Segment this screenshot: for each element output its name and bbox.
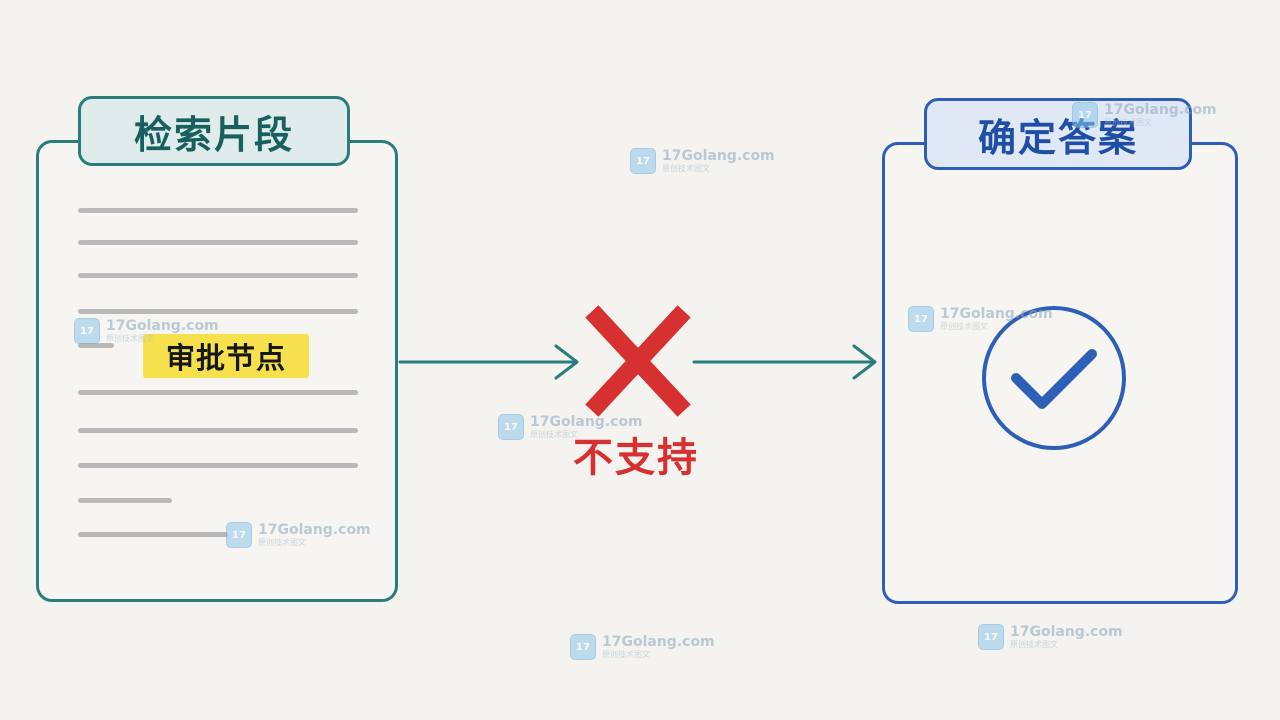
final-answer-title: 确定答案 [924, 98, 1192, 170]
not-supported-label: 不支持 [573, 435, 699, 481]
watermark-logo-icon: 17 [570, 634, 596, 660]
text-line-icon [78, 498, 172, 503]
text-line-icon [78, 390, 358, 395]
watermark-logo-icon: 17 [978, 624, 1004, 650]
text-line-icon [78, 208, 358, 213]
check-circle-icon [982, 306, 1126, 450]
arrow-cross-to-answer-icon [692, 344, 877, 380]
cross-icon [585, 305, 691, 417]
retrieved-snippet-title: 检索片段 [78, 96, 350, 166]
watermark-logo-icon: 17 [74, 318, 100, 344]
text-line-icon [78, 532, 228, 537]
highlighted-phrase: 审批节点 [143, 334, 309, 378]
text-line-icon [78, 273, 358, 278]
watermark-logo-icon: 17 [630, 148, 656, 174]
watermark-logo-icon: 17 [1072, 102, 1098, 128]
text-line-icon [78, 343, 114, 348]
text-line-icon [78, 309, 358, 314]
watermark-logo-icon: 17 [908, 306, 934, 332]
watermark-logo-icon: 17 [498, 414, 524, 440]
arrow-left-to-cross-icon [398, 344, 579, 380]
text-line-icon [78, 463, 358, 468]
text-line-icon [78, 240, 358, 245]
text-line-icon [78, 428, 358, 433]
watermark-logo-icon: 17 [226, 522, 252, 548]
